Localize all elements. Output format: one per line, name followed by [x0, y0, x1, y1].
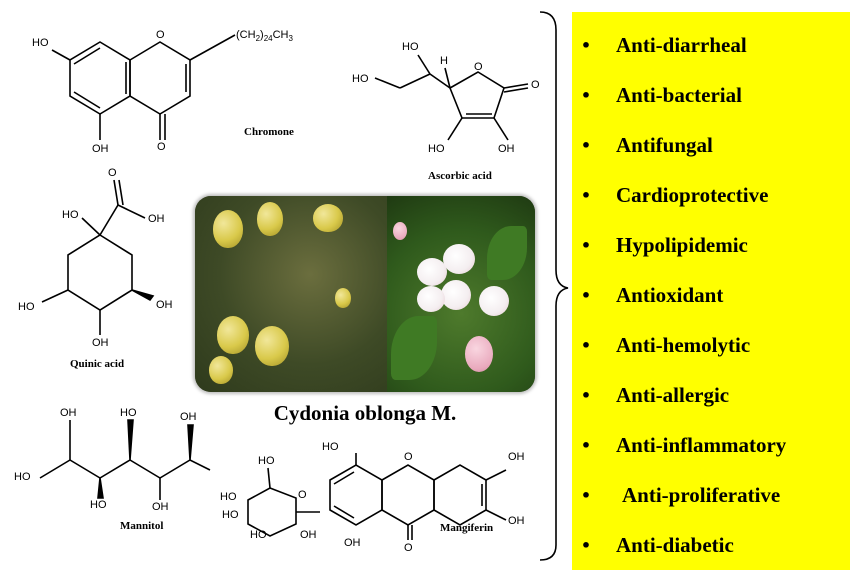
quinic-oh-bottom: OH — [92, 337, 109, 349]
bullet-icon: • — [580, 435, 592, 455]
mannitol-structure — [39, 419, 211, 500]
chromone-oh-bottom: OH — [92, 143, 109, 155]
bullet-icon: • — [580, 285, 592, 305]
bullet-icon: • — [580, 235, 592, 255]
bullet-icon: • — [580, 35, 592, 55]
mangiferin-ho-sugar-1: HO — [220, 491, 237, 503]
mannitol-ho-3: HO — [90, 499, 107, 511]
mannitol-ho-4: HO — [120, 407, 137, 419]
activity-label: Anti-inflammatory — [616, 432, 787, 457]
bullet-icon: • — [580, 535, 592, 555]
quinic-acid-structure — [41, 179, 155, 335]
bullet-icon: • — [580, 385, 592, 405]
quince-fruit-photo — [195, 196, 387, 392]
ascorbic-h: H — [440, 55, 448, 67]
chromone-name: Chromone — [244, 126, 294, 138]
activity-label: Anti-hemolytic — [616, 332, 751, 357]
mannitol-ho-1: HO — [14, 471, 31, 483]
chromone-ho-top: HO — [32, 37, 49, 49]
ascorbic-ho-bottom-left: HO — [428, 143, 445, 155]
chromone-ring-o: O — [156, 29, 165, 41]
plant-caption: Cydonia oblonga M. — [273, 401, 457, 425]
ascorbic-oh-bottom-right: OH — [498, 143, 515, 155]
mangiferin-sugar-o: O — [298, 489, 307, 501]
mangiferin-ho-sugar-2: HO — [222, 509, 239, 521]
ascorbic-carbonyl-o: O — [531, 79, 540, 91]
mangiferin-xan-o: O — [404, 451, 413, 463]
activities-panel: • Anti-diarrheal • Anti-bacterial • Anti… — [572, 12, 850, 570]
activity-label: Anti-allergic — [616, 382, 730, 407]
activity-label: Antifungal — [616, 132, 713, 157]
mangiferin-ho-sugar-top: HO — [258, 455, 275, 467]
mannitol-oh-2: OH — [60, 407, 77, 419]
quinic-ho-top: HO — [62, 209, 79, 221]
activity-label: Anti-diabetic — [616, 532, 734, 557]
quinic-ho-left: HO — [18, 301, 35, 313]
activity-label: Anti-diarrheal — [616, 32, 747, 57]
bullet-icon: • — [580, 185, 592, 205]
mannitol-oh-6: OH — [180, 411, 197, 423]
mangiferin-carbonyl-o: O — [404, 542, 413, 554]
chromone-carbonyl-o: O — [157, 141, 166, 153]
quinic-oh-acid: OH — [148, 213, 165, 225]
activity-label: Antioxidant — [616, 282, 724, 307]
mannitol-oh-5: OH — [152, 501, 169, 513]
quinic-acid-name: Quinic acid — [70, 358, 125, 370]
ascorbic-ho-top: HO — [402, 41, 419, 53]
mangiferin-oh-sugar: OH — [300, 529, 317, 541]
bullet-icon: • — [580, 335, 592, 355]
quince-plant-photo — [195, 196, 535, 392]
quince-flower-photo — [387, 196, 535, 392]
activity-label: Anti-proliferative — [622, 482, 781, 507]
ascorbic-ho-left: HO — [352, 73, 369, 85]
ascorbic-ring-o: O — [474, 61, 483, 73]
mangiferin-oh-bottom: OH — [344, 537, 361, 549]
activity-label: Hypolipidemic — [616, 232, 748, 257]
chromone-side-chain: (CH2)24CH3 — [236, 29, 293, 44]
chromone-structure — [51, 34, 236, 140]
ascorbic-acid-structure — [374, 54, 529, 141]
mangiferin-ho-sugar-3: HO — [250, 529, 267, 541]
bullet-icon: • — [580, 135, 592, 155]
quinic-oh-right: OH — [156, 299, 173, 311]
mannitol-name: Mannitol — [120, 520, 164, 532]
bullet-icon: • — [580, 85, 592, 105]
mangiferin-name: Mangiferin — [440, 522, 494, 534]
mangiferin-structure — [247, 453, 507, 540]
activity-label: Cardioprotective — [616, 182, 769, 207]
activity-label: Anti-bacterial — [616, 82, 742, 107]
grouping-brace — [539, 11, 569, 561]
quinic-carbonyl-o: O — [108, 167, 117, 179]
mangiferin-oh-right: OH — [508, 515, 525, 527]
ascorbic-acid-name: Ascorbic acid — [428, 170, 492, 182]
mangiferin-ho-xan-top: HO — [322, 441, 339, 453]
mangiferin-oh-top-right: OH — [508, 451, 525, 463]
bullet-icon: • — [580, 485, 592, 505]
